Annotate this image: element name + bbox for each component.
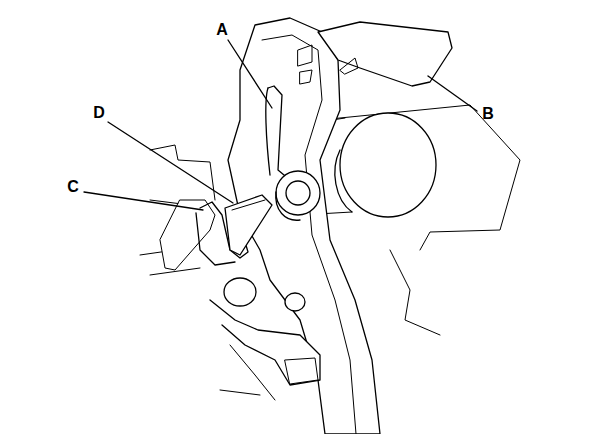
callout-letter: D: [93, 105, 105, 121]
callout-letter: A: [216, 22, 228, 38]
callout-letter: B: [482, 106, 494, 122]
callout-letter: C: [67, 179, 79, 195]
